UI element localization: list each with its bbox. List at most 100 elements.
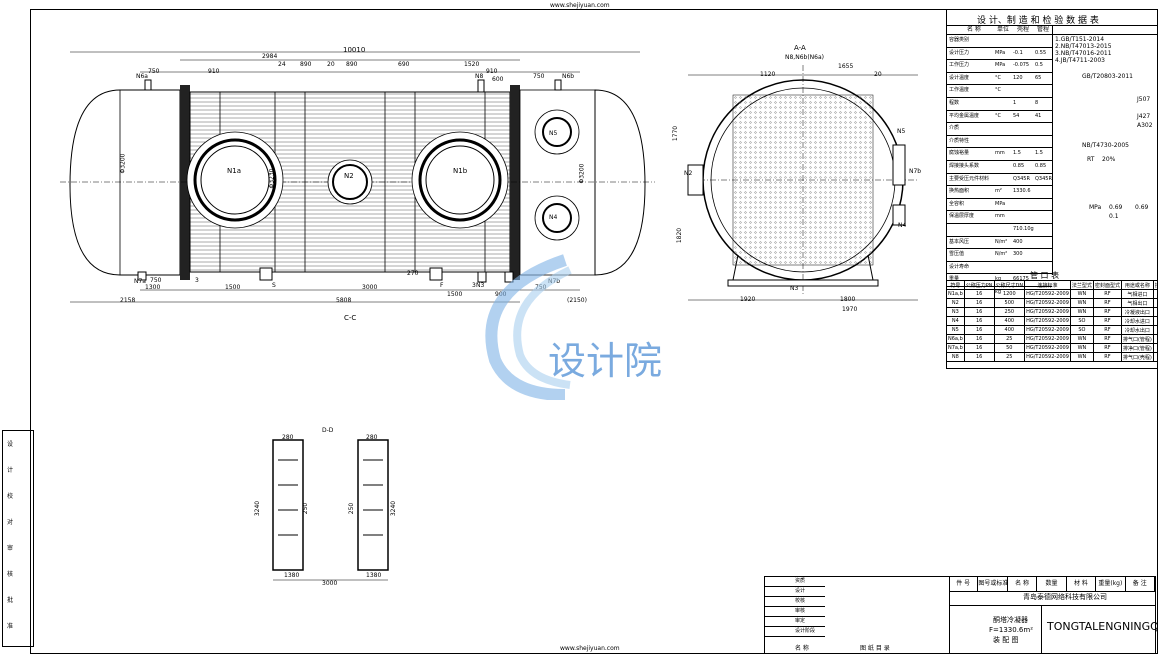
std-ref: GB/T20803-2011 [1082, 73, 1133, 80]
design-cell-name: 工作温度 [949, 87, 970, 94]
design-cell-shell: 710.10g [1013, 225, 1034, 232]
design-cell-unit: N/m² [995, 251, 1008, 258]
nozzle-cell: RF [1092, 307, 1122, 317]
design-cell-name: 全容积 [949, 200, 965, 207]
title-block-left-label: 审核 [765, 607, 825, 617]
title-block-left-label: 资质 [765, 577, 825, 587]
nozzle-cell: 16 [963, 307, 995, 317]
nozzle-cell: N6a,b [946, 334, 965, 344]
design-cell-tube: 0.55 [1035, 49, 1047, 56]
dd-dim-h-right: 3240 [390, 500, 398, 517]
aa-dim-20: 20 [874, 71, 882, 78]
nozzle-header-cell: 连接标准 [1024, 280, 1071, 290]
nozzle-cell: SO [1069, 325, 1094, 335]
nozzle-header-cell: 法兰型式 [1069, 280, 1094, 290]
dd-dim-top-left: 280 [282, 434, 294, 441]
nozzle-cell: 1770 [1152, 343, 1158, 353]
nozzle-cell: RF [1092, 334, 1122, 344]
design-cell-name: 主要受压元件材料 [949, 175, 990, 182]
design-table-title: 设 计、制 造 和 检 验 数 据 表 [977, 16, 1099, 26]
design-cell-unit: °C [995, 112, 1001, 119]
dim-750-left: 750 [148, 68, 160, 75]
design-col-name: 名 称 [967, 26, 981, 33]
nozzle-cell: 1820 [1152, 307, 1158, 317]
design-cell-unit: MPa [995, 49, 1006, 56]
nozzle-cell: 400 [993, 316, 1026, 326]
aa-label-n7b: N7b [909, 168, 922, 175]
nozzle-cell: HG/T20592-2009 [1024, 352, 1071, 362]
design-cell-tube: 8 [1035, 99, 1039, 106]
title-block-header-cell: 名 称 [1008, 577, 1038, 591]
standard-line: 2.NB/T47013-2015 [1055, 43, 1112, 50]
design-cell-name: 换热面积 [949, 188, 970, 195]
nozzle-cell: 排气口(壳程) [1120, 352, 1154, 362]
design-cell-unit: mm [995, 213, 1005, 220]
right-value: A302 [1137, 122, 1153, 129]
nozzle-header-cell: 用途或名称 [1120, 280, 1154, 290]
strip-char: 对 [7, 519, 14, 526]
design-cell-shell: 66175 [1013, 276, 1029, 283]
design-cell-name: 平均金属温度 [949, 112, 980, 119]
nozzle-cell: 1770 [1152, 334, 1158, 344]
strip-char: 计 [7, 467, 14, 474]
watermark-url-bottom: www.shejiyuan.com [560, 645, 620, 652]
section-dd-drawing [272, 439, 389, 581]
tb-bottom-catalog: 图 纸 目 录 [860, 645, 890, 652]
aa-dim-1820: 1820 [676, 227, 684, 244]
right-value: 0.69 [1135, 204, 1149, 211]
aa-dim-1655: 1655 [838, 63, 854, 70]
design-cell-unit: °C [995, 74, 1001, 81]
dim-bottom-1500b: 1500 [447, 291, 463, 298]
title-block-header-cell: 件 号 [949, 577, 979, 591]
nozzle-cell: 16 [963, 298, 995, 308]
dim-600: 600 [492, 76, 504, 83]
standard-line: 3.NB/T47016-2011 [1055, 50, 1112, 57]
design-cell-shell: 1.5 [1013, 150, 1021, 157]
design-cell-tube: Q345R [1035, 175, 1052, 182]
dd-dim-mid-left: 250 [302, 502, 310, 515]
strip-char: 核 [7, 571, 14, 578]
nozzle-header-cell: 符号 [946, 280, 965, 290]
design-cell-name: 介质特性 [949, 137, 970, 144]
nozzle-cell: HG/T20592-2009 [1024, 325, 1071, 335]
rt-label: RT [1087, 156, 1095, 163]
std-ref-2: NB/T4730-2005 [1082, 142, 1129, 149]
nozzle-cell: 25 [993, 352, 1026, 362]
design-cell-name: 基本风压 [949, 238, 970, 245]
dim-bottom-3b: 3 [472, 282, 476, 289]
design-cell-tube: 65 [1035, 74, 1042, 81]
design-row: 710.10g [947, 224, 1052, 237]
design-cell-unit: MPa [995, 200, 1006, 207]
aa-dim-1970: 1970 [842, 306, 858, 313]
label-s: S [272, 282, 276, 289]
nozzle-cell: RF [1092, 343, 1122, 353]
dim-overall: 10010 [343, 46, 366, 54]
right-value: J507 [1137, 96, 1151, 103]
nozzle-cell: 1770 [1152, 352, 1158, 362]
design-cell-name: 设计温度 [949, 74, 970, 81]
nozzle-cell: 50 [993, 343, 1026, 353]
design-col-unit: 单位 [997, 26, 1010, 33]
dim-phi-mid: Φ3230 [268, 168, 276, 189]
heat-area: F=1330.6m² [989, 626, 1034, 634]
aa-dim-1770: 1770 [672, 125, 680, 142]
aa-dim-1920: 1920 [740, 296, 756, 303]
design-cell-name: 保温层厚度 [949, 213, 975, 220]
design-cell-unit: N/m² [995, 238, 1008, 245]
title-block-header-cell: 图号或标准号 [978, 577, 1008, 591]
label-f: F [440, 282, 444, 289]
nozzle-header-cell: 接管伸出长度 [1152, 280, 1158, 290]
design-cell-shell: -0.075 [1013, 62, 1030, 69]
nozzle-cell: RF [1092, 325, 1122, 335]
title-block-header-cell: 材 料 [1067, 577, 1097, 591]
nozzle-cell: N2 [946, 298, 965, 308]
